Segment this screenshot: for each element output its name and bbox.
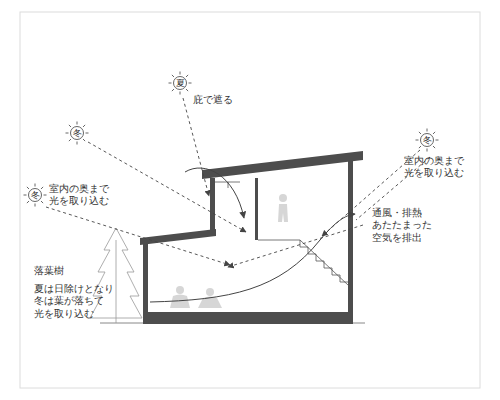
note-label: 室内の奥まで 光を取り込む — [404, 155, 474, 180]
frame — [20, 12, 480, 388]
note-label: 落葉樹 — [34, 265, 94, 277]
sun-node: 夏 — [167, 70, 193, 96]
season-text: 夏 — [167, 70, 193, 96]
sun-node: 冬 — [22, 182, 48, 208]
stairs-floor — [258, 240, 348, 285]
season-text: 冬 — [414, 127, 440, 153]
house-section — [140, 151, 363, 324]
note-label: 通風・排熱 あたたまった 空気を排出 — [372, 207, 438, 244]
season-text: 冬 — [64, 120, 90, 146]
airflow — [150, 168, 355, 302]
deciduous-tree — [90, 228, 142, 323]
people — [170, 194, 288, 308]
note-label: 室内の奥まで 光を取り込む — [49, 183, 119, 208]
sun-node: 冬 — [414, 127, 440, 153]
sun-node: 冬 — [64, 120, 90, 146]
season-text: 冬 — [22, 182, 48, 208]
note-label: 夏は日除けとなり 冬は葉が落ちて 光を取り込む — [34, 283, 122, 320]
note-label: 庇で遮る — [193, 94, 253, 106]
